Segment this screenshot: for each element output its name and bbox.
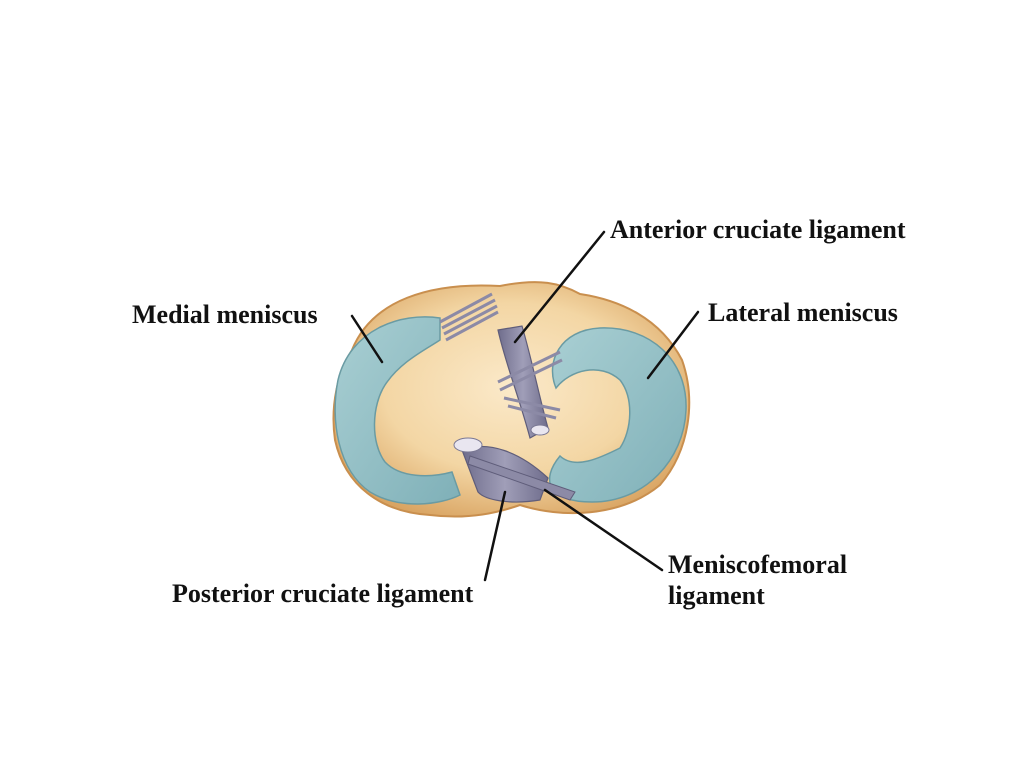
label-lateral-meniscus: Lateral meniscus <box>708 298 898 327</box>
label-anterior-cruciate-ligament: Anterior cruciate ligament <box>610 215 906 244</box>
leader-acl <box>513 230 606 344</box>
leader-lateral <box>646 310 700 380</box>
label-meniscofemoral-line1: Meniscofemoral <box>668 550 848 579</box>
medial-horn-fibers <box>439 292 499 342</box>
leader-medial <box>350 314 384 364</box>
leader-pcl <box>483 490 507 582</box>
meniscofemoral-shape <box>467 455 576 501</box>
label-meniscofemoral-ligament: Meniscofemoral ligament <box>668 549 847 611</box>
label-meniscofemoral-line2: ligament <box>668 581 765 610</box>
leader-lines <box>350 230 700 582</box>
medial-meniscus-shape <box>334 316 461 505</box>
label-medial-meniscus: Medial meniscus <box>132 300 318 329</box>
pcl-cut-end <box>453 437 483 453</box>
leader-meniscofemoral <box>543 488 664 572</box>
label-posterior-cruciate-ligament: Posterior cruciate ligament <box>172 579 474 608</box>
lateral-horn-fibers <box>497 350 563 420</box>
acl-cut-end <box>530 424 550 436</box>
